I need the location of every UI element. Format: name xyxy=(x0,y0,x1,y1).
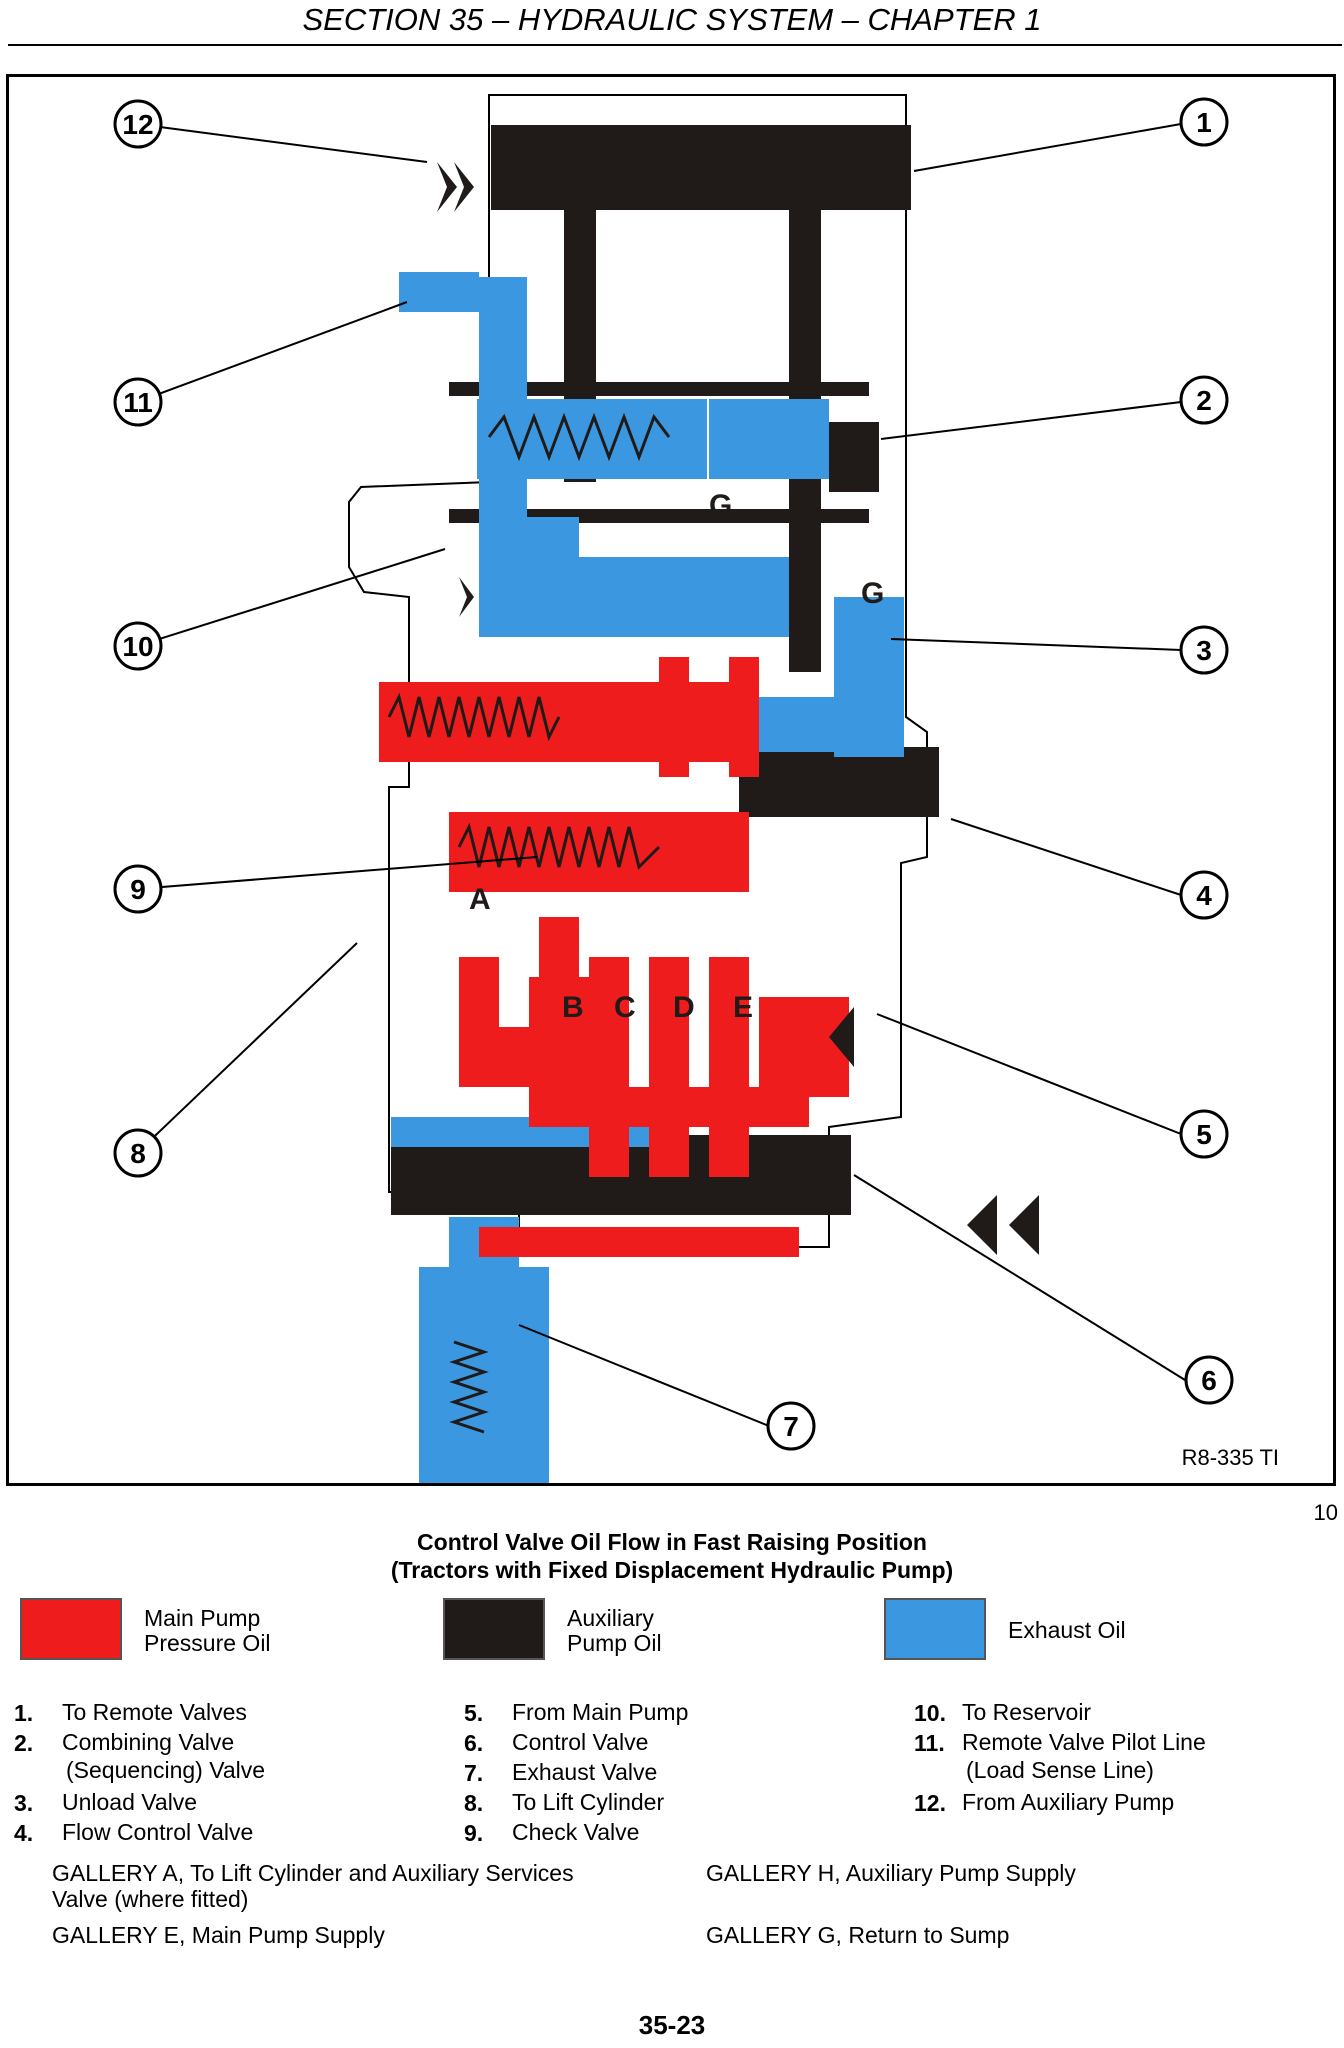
svg-text:6: 6 xyxy=(1201,1365,1217,1396)
leader-lines xyxy=(136,123,1186,1427)
key-item-4: 4.Flow Control Valve xyxy=(14,1819,254,1846)
key-item-2: 2.Combining Valve(Sequencing) Valve xyxy=(14,1729,266,1783)
legend-label-exhaust: Exhaust Oil xyxy=(1008,1617,1126,1643)
section-header: SECTION 35 – HYDRAULIC SYSTEM – CHAPTER … xyxy=(302,2,1042,37)
key-item-9: 9.Check Valve xyxy=(464,1819,640,1846)
springs xyxy=(387,412,671,1434)
gallery-letter-d: D xyxy=(673,991,695,1024)
callout-8: 8 xyxy=(113,1128,163,1178)
legend-swatch-auxiliary xyxy=(443,1598,545,1660)
main-pump-oil-passages xyxy=(379,657,849,1257)
figure-number: 10 xyxy=(1313,1500,1338,1525)
main-pump-inlet-arrow xyxy=(829,1007,854,1067)
gallery-g: GALLERY G, Return to Sump xyxy=(706,1922,1010,1948)
key-item-5: 5.From Main Pump xyxy=(464,1699,689,1726)
legend-auxiliary: Auxiliary Pump Oil xyxy=(443,1598,773,1666)
svg-text:10: 10 xyxy=(122,631,153,662)
key-item-7: 7.Exhaust Valve xyxy=(464,1759,658,1786)
key-item-3: 3.Unload Valve xyxy=(14,1789,198,1816)
gallery-letter-e: E xyxy=(733,991,753,1024)
callout-5: 5 xyxy=(1179,1109,1229,1159)
key-column-2: 5.From Main Pump 6.Control Valve 7.Exhau… xyxy=(464,1698,884,1848)
gallery-letter-g1: G xyxy=(709,489,732,522)
control-valve-diagram: G G A B C D E 1 2 3 4 xyxy=(113,94,1234,1483)
key-item-6: 6.Control Valve xyxy=(464,1729,649,1756)
svg-text:9: 9 xyxy=(130,874,146,905)
svg-text:3: 3 xyxy=(1196,635,1212,666)
callout-12: 12 xyxy=(113,99,163,149)
legend-label-auxiliary: Auxiliary Pump Oil xyxy=(567,1605,662,1656)
header-rule xyxy=(8,44,1342,46)
key-item-11: 11.Remote Valve Pilot Line(Load Sense Li… xyxy=(914,1729,1206,1783)
callout-11: 11 xyxy=(113,377,163,427)
svg-text:2: 2 xyxy=(1196,385,1212,416)
legend-exhaust: Exhaust Oil xyxy=(884,1598,1214,1666)
svg-text:7: 7 xyxy=(783,1411,799,1442)
key-column-1: 1.To Remote Valves 2.Combining Valve(Seq… xyxy=(14,1698,434,1848)
caption-line-2: (Tractors with Fixed Displacement Hydrau… xyxy=(390,1557,954,1583)
gallery-e: GALLERY E, Main Pump Supply xyxy=(52,1922,385,1948)
callout-9: 9 xyxy=(113,864,163,914)
gallery-letter-g2: G xyxy=(861,577,884,610)
legend-swatch-exhaust xyxy=(884,1598,986,1660)
key-item-10: 10.To Reservoir xyxy=(914,1699,1092,1726)
figure-caption: Control Valve Oil Flow in Fast Raising P… xyxy=(0,1528,1344,1584)
legend-swatch-main-pump xyxy=(20,1598,122,1660)
callouts: 1 2 3 4 5 6 7 8 9 10 11 12 xyxy=(113,97,1234,1451)
figure-code: R8-335 TI xyxy=(1181,1445,1279,1470)
reservoir-arrow xyxy=(459,577,474,617)
key-item-12: 12.From Auxiliary Pump xyxy=(914,1789,1175,1816)
gallery-letter-a: A xyxy=(469,883,491,916)
svg-text:12: 12 xyxy=(122,109,153,140)
control-valve-arrows xyxy=(967,1195,1039,1255)
svg-text:5: 5 xyxy=(1196,1119,1212,1150)
auxiliary-inlet-arrow xyxy=(437,162,474,212)
gallery-a: GALLERY A, To Lift Cylinder and Auxiliar… xyxy=(52,1860,574,1912)
gallery-letter-c: C xyxy=(614,991,636,1024)
gallery-letters: G G A B C D E xyxy=(469,489,884,1024)
svg-text:11: 11 xyxy=(123,387,153,418)
gallery-letter-b: B xyxy=(562,991,584,1024)
key-item-1: 1.To Remote Valves xyxy=(14,1699,247,1726)
callout-7: 7 xyxy=(766,1401,816,1451)
svg-text:1: 1 xyxy=(1196,107,1212,138)
key-item-8: 8.To Lift Cylinder xyxy=(464,1789,665,1816)
callout-6: 6 xyxy=(1184,1355,1234,1405)
gallery-h: GALLERY H, Auxiliary Pump Supply xyxy=(706,1860,1076,1886)
callout-10: 10 xyxy=(113,621,163,671)
legend-main-pump: Main Pump Pressure Oil xyxy=(20,1598,350,1666)
svg-text:8: 8 xyxy=(130,1138,146,1169)
caption-line-1: Control Valve Oil Flow in Fast Raising P… xyxy=(417,1529,927,1555)
legend-label-main-pump: Main Pump Pressure Oil xyxy=(144,1605,271,1656)
callout-2: 2 xyxy=(1179,375,1229,425)
callout-1: 1 xyxy=(1179,97,1229,147)
svg-text:4: 4 xyxy=(1196,880,1212,911)
key-column-3: 10.To Reservoir 11.Remote Valve Pilot Li… xyxy=(914,1698,1334,1818)
callout-4: 4 xyxy=(1179,870,1229,920)
page-number: 35-23 xyxy=(638,2010,706,2040)
hydraulic-diagram-frame: G G A B C D E 1 2 3 4 xyxy=(6,74,1336,1486)
callout-3: 3 xyxy=(1179,625,1229,675)
